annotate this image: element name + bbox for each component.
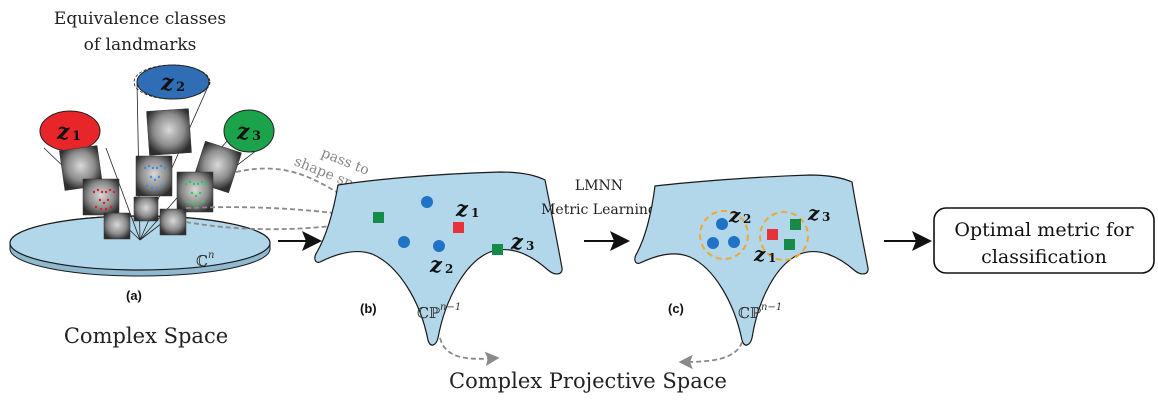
cone-z2: z 2	[136, 64, 210, 100]
label-z2-b: z	[429, 252, 443, 277]
cone-z2-letter: z	[160, 70, 174, 96]
blue-point	[728, 236, 740, 248]
cone-z2-sub: 2	[176, 80, 185, 95]
cone-z3-letter: z	[236, 119, 250, 145]
cn-label: ℂ	[196, 252, 208, 270]
complex-space-caption: Complex Space	[64, 324, 228, 348]
cone-z1: z 1	[39, 110, 101, 152]
metric-learning-label: Metric Learning	[541, 202, 657, 218]
equivalence-classes-label: Equivalence classes	[54, 9, 226, 29]
blue-point	[716, 218, 728, 230]
label-z2-c-sub: 2	[743, 212, 751, 226]
cluster-circle-left	[699, 210, 749, 260]
face-image-blue-landmarks	[135, 155, 173, 197]
projective-surface-c	[634, 174, 869, 346]
points-c	[707, 218, 801, 250]
green-point	[784, 239, 795, 250]
complex-projective-space-caption: Complex Projective Space	[449, 369, 727, 393]
label-z1-c-sub: 1	[768, 251, 776, 265]
blue-point	[433, 240, 445, 252]
result-box-line2: classification	[981, 246, 1107, 268]
cluster-circle-right	[759, 211, 809, 261]
face-images	[59, 108, 242, 240]
blue-point	[421, 196, 433, 208]
cn-sup: n	[208, 250, 214, 261]
cone-z1-sub: 1	[72, 129, 81, 144]
cp-sup-c: n−1	[761, 302, 782, 313]
cp-sup-b: n−1	[440, 302, 461, 313]
panel-b-tag: (b)	[360, 301, 377, 316]
blue-point	[707, 237, 719, 249]
label-z1-b: z	[455, 196, 469, 221]
label-z2-b-sub: 2	[445, 262, 453, 276]
green-point	[790, 219, 801, 230]
cp-label-c: ℂℙ	[738, 304, 762, 322]
panel-c-tag: (c)	[668, 301, 684, 316]
result-box-line1: Optimal metric for	[954, 219, 1134, 241]
face-image	[146, 108, 192, 156]
equivalence-classes-label-line2: of landmarks	[84, 35, 197, 55]
red-point	[453, 222, 464, 233]
cone-z3-sub: 3	[252, 129, 261, 144]
bottom-dashed-arrows	[439, 337, 743, 370]
label-z2-c: z	[728, 203, 741, 227]
label-z3-c: z	[807, 201, 820, 225]
label-z3-b-sub: 3	[526, 239, 534, 253]
green-point	[492, 244, 503, 255]
panel-a-tag: (a)	[126, 288, 142, 303]
cone-z3: z 3	[223, 109, 275, 153]
cp-label-b: ℂℙ	[417, 304, 441, 322]
face-image-red-landmarks	[82, 178, 120, 216]
face-image-green-landmarks	[176, 171, 214, 213]
green-point	[373, 212, 384, 223]
blue-point	[398, 236, 410, 248]
points-b	[373, 196, 503, 255]
result-box	[933, 207, 1155, 274]
label-z1-b-sub: 1	[471, 206, 479, 220]
red-point	[767, 229, 778, 240]
label-z1-c: z	[753, 242, 766, 266]
label-z3-c-sub: 3	[822, 210, 830, 224]
cone-z1-letter: z	[56, 119, 70, 145]
label-z3-b: z	[510, 229, 524, 254]
lmnn-label: LMNN	[575, 178, 623, 194]
